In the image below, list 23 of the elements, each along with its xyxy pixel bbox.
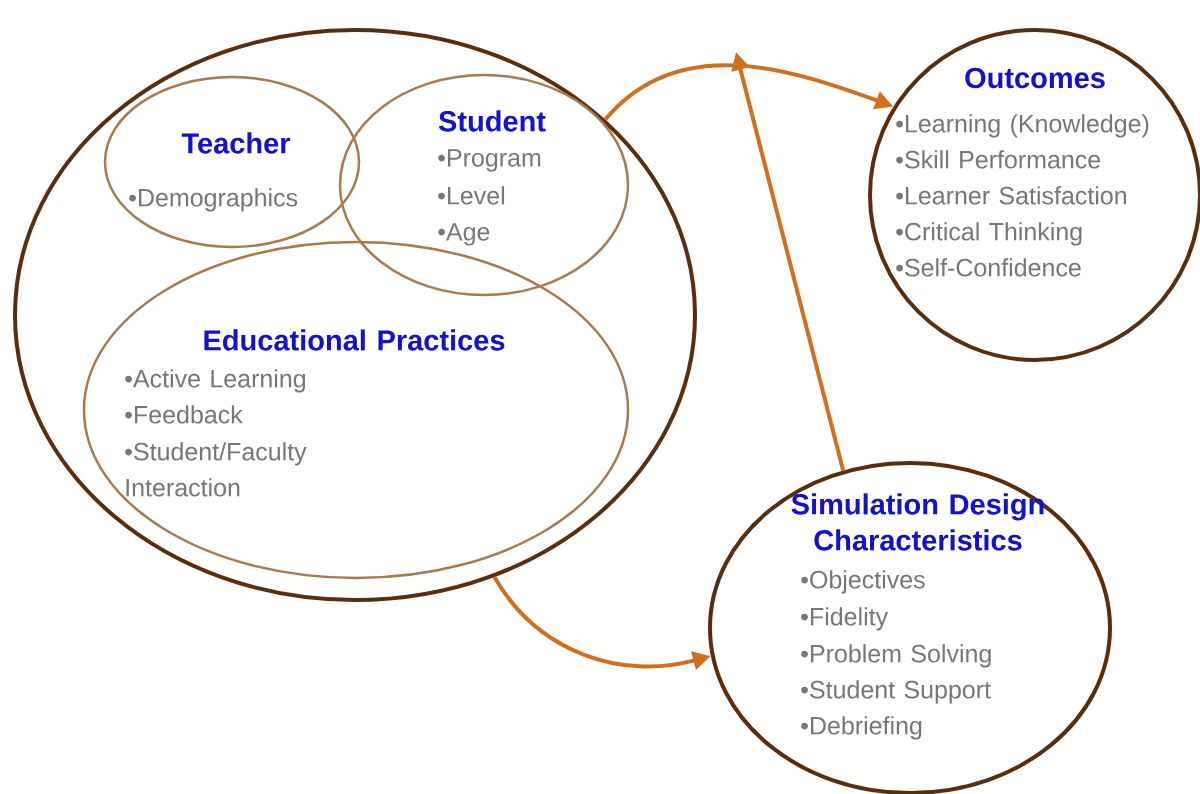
bullet-item: •Student Support — [801, 680, 991, 704]
bullet-item: •Objectives — [801, 570, 925, 594]
bullet-item: •Problem Solving — [801, 644, 991, 668]
bullet-item: •Debriefing — [801, 716, 922, 740]
bullet-item: •Self-Confidence — [896, 258, 1081, 277]
bullet-item: •Skill Performance — [896, 150, 1101, 169]
bullet-item: •Learning (Knowledge) — [896, 114, 1149, 138]
bullet-item: •Level — [438, 186, 505, 205]
bullet-item: •Age — [438, 223, 490, 246]
bullet-item: •Program — [438, 149, 541, 172]
bullet-item: •Learner Satisfaction — [896, 186, 1127, 205]
heading: Student — [438, 110, 546, 132]
group-ellipse — [13, 28, 697, 602]
bullet-item: •Active Learning — [125, 369, 306, 393]
heading: Simulation Design Characteristics — [791, 493, 1044, 551]
bullet-item: •Feedback — [125, 405, 243, 424]
bullet-item: •Fidelity — [801, 607, 889, 631]
heading: Teacher — [181, 132, 291, 154]
heading: Outcomes — [965, 67, 1105, 89]
bullet-item: •Critical Thinking — [896, 222, 1082, 246]
bullet-item: •Demographics — [129, 188, 298, 212]
heading: Educational Practices — [204, 329, 505, 351]
bullet-item: •Student/Faculty Interaction — [125, 442, 307, 497]
